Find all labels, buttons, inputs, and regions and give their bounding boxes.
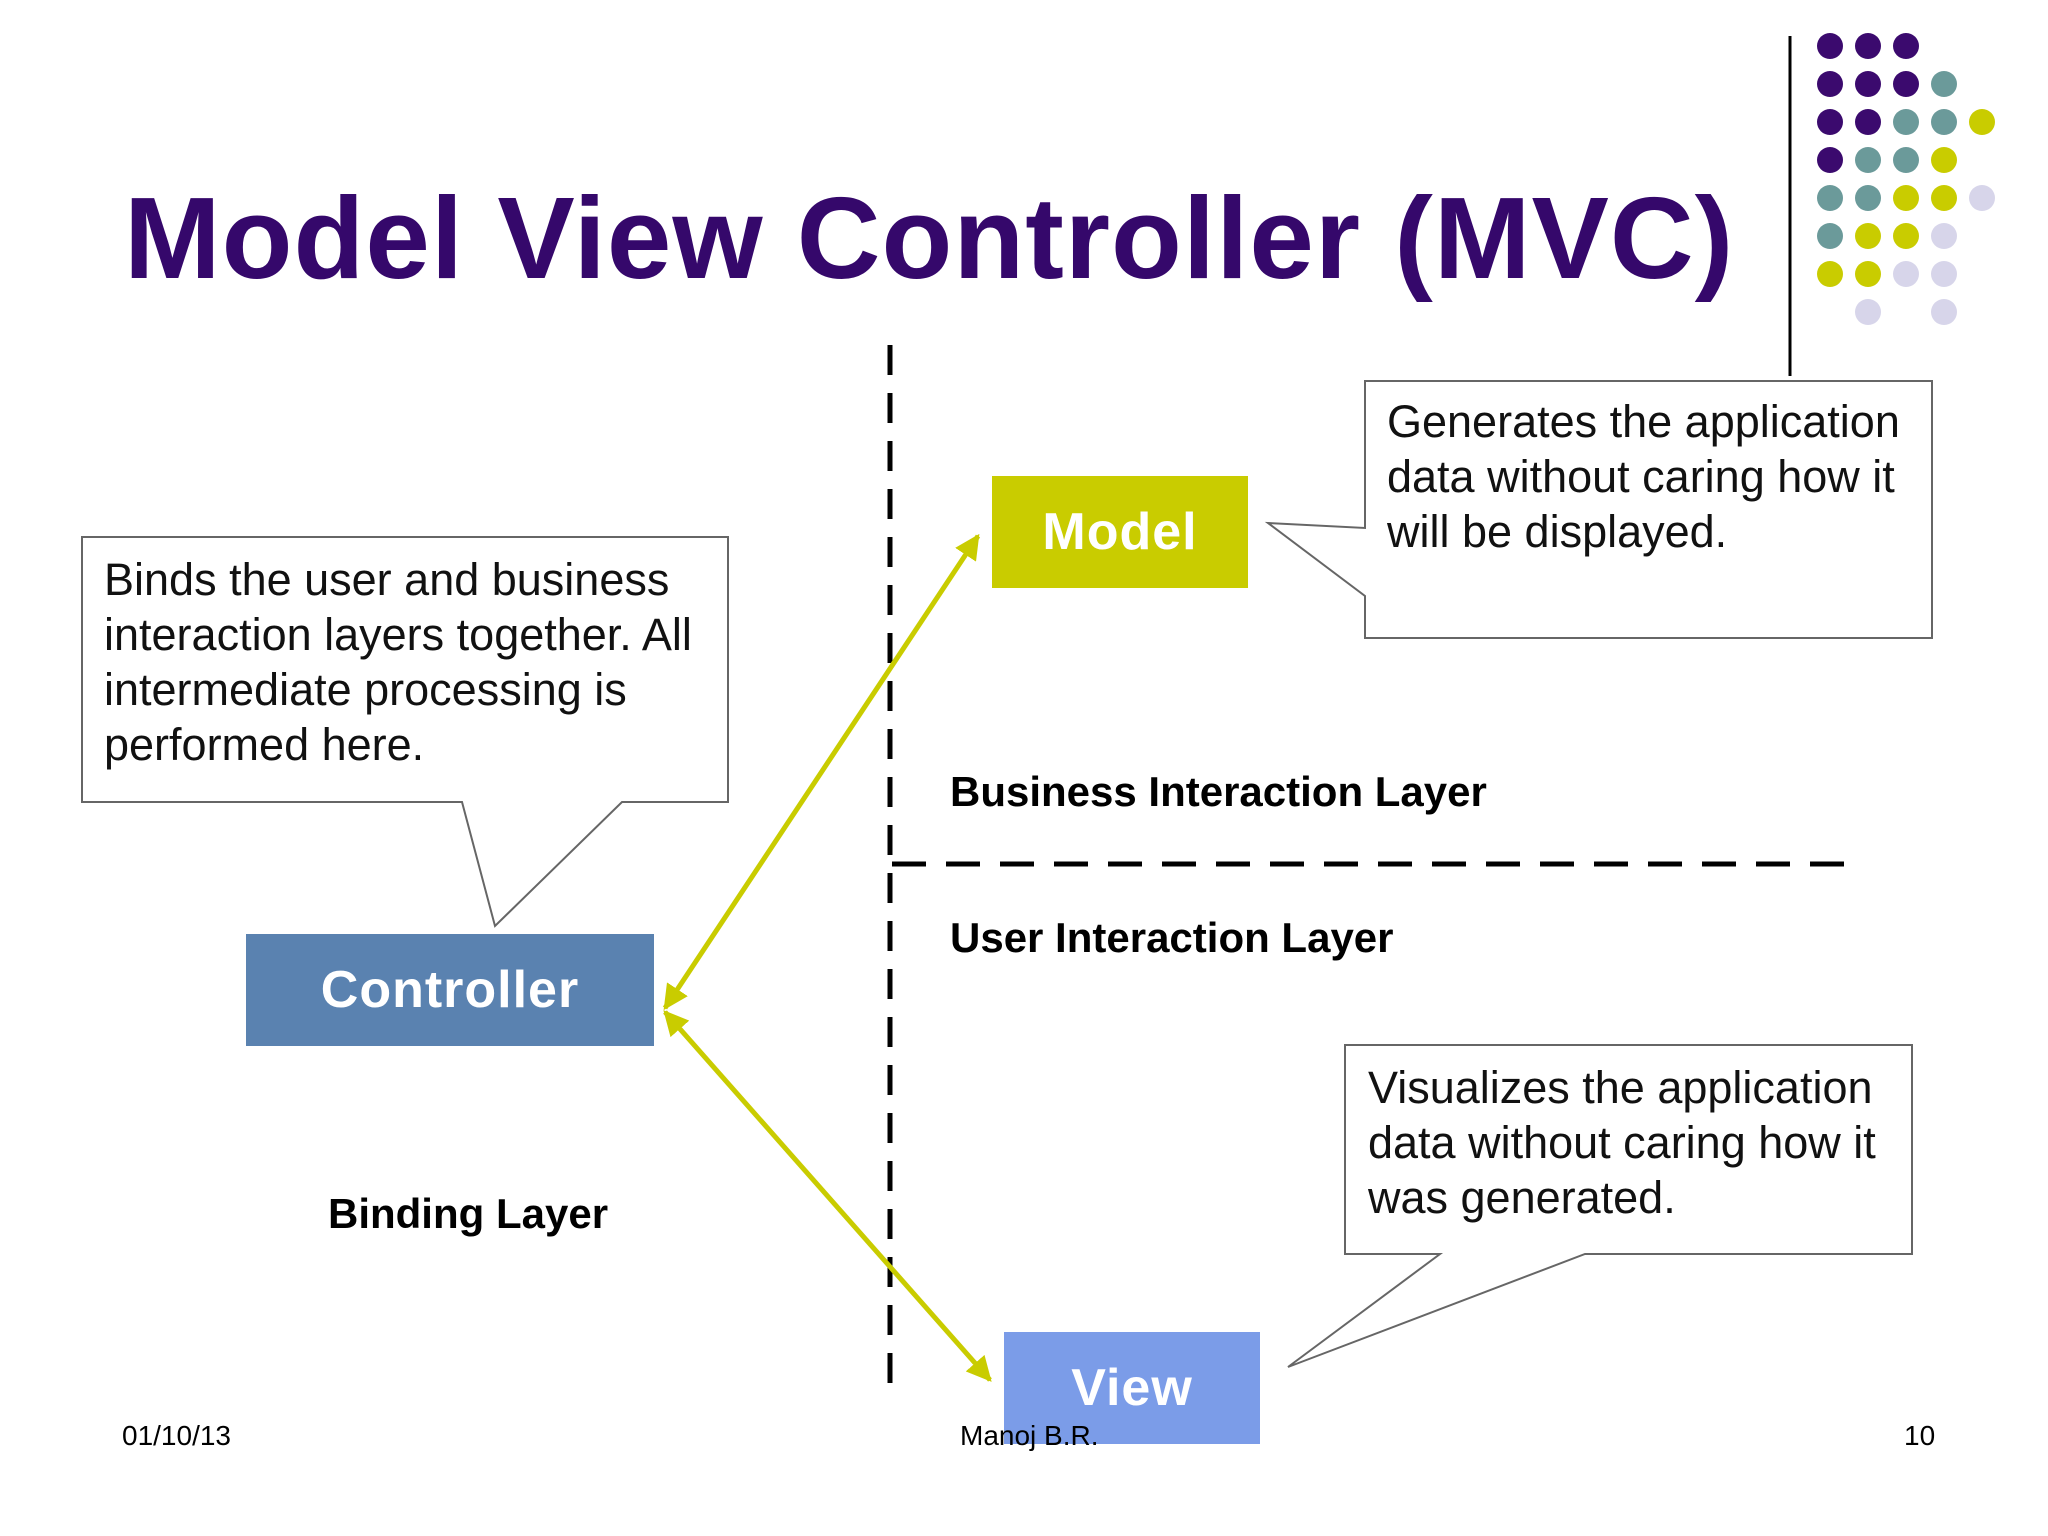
decor-dot xyxy=(1855,71,1881,97)
decor-dot xyxy=(1855,223,1881,249)
decor-dot xyxy=(1855,299,1881,325)
view-callout-bubble xyxy=(1287,1044,1913,1368)
binding-layer-label: Binding Layer xyxy=(328,1190,609,1237)
decor-dot xyxy=(1855,33,1881,59)
view-box: View xyxy=(1004,1332,1260,1444)
model-callout-bubble xyxy=(1264,380,1933,639)
decor-dot xyxy=(1893,147,1919,173)
decorative-dot-grid xyxy=(1817,33,1995,325)
slide-title: Model View Controller (MVC) xyxy=(124,173,1735,303)
controller-callout-text: Binds the user and business interaction … xyxy=(104,554,692,770)
decor-dot xyxy=(1893,223,1919,249)
controller-box: Controller xyxy=(246,934,654,1046)
model-callout-text: Generates the application data without c… xyxy=(1387,396,1900,557)
decor-dot xyxy=(1893,185,1919,211)
footer-date: 01/10/13 xyxy=(122,1420,231,1451)
decor-dot xyxy=(1931,185,1957,211)
decor-dot xyxy=(1855,147,1881,173)
decor-dot xyxy=(1817,109,1843,135)
decor-dot xyxy=(1893,71,1919,97)
footer-author: Manoj B.R. xyxy=(960,1420,1099,1451)
decor-dot xyxy=(1855,185,1881,211)
decor-dot xyxy=(1855,261,1881,287)
controller-model-arrow xyxy=(662,533,981,1011)
model-box: Model xyxy=(992,476,1248,588)
decor-dot xyxy=(1817,185,1843,211)
view-callout-text: Visualizes the application data without … xyxy=(1368,1062,1876,1223)
decor-dot xyxy=(1893,261,1919,287)
decor-dot xyxy=(1855,109,1881,135)
decor-dot xyxy=(1817,223,1843,249)
decor-dot xyxy=(1893,109,1919,135)
business-layer-label: Business Interaction Layer xyxy=(950,768,1487,815)
decor-dot xyxy=(1931,261,1957,287)
decor-dot xyxy=(1931,223,1957,249)
controller-view-arrow xyxy=(663,1010,992,1382)
decor-dot xyxy=(1931,109,1957,135)
user-layer-label: User Interaction Layer xyxy=(950,914,1394,961)
decor-dot xyxy=(1969,185,1995,211)
decor-dot xyxy=(1817,147,1843,173)
decor-dot xyxy=(1931,71,1957,97)
decor-dot xyxy=(1817,71,1843,97)
decor-dot xyxy=(1817,33,1843,59)
footer-page-number: 10 xyxy=(1904,1420,1936,1451)
decor-dot xyxy=(1817,261,1843,287)
decor-dot xyxy=(1931,299,1957,325)
decor-dot xyxy=(1931,147,1957,173)
decor-dot xyxy=(1969,109,1995,135)
decor-dot xyxy=(1893,33,1919,59)
